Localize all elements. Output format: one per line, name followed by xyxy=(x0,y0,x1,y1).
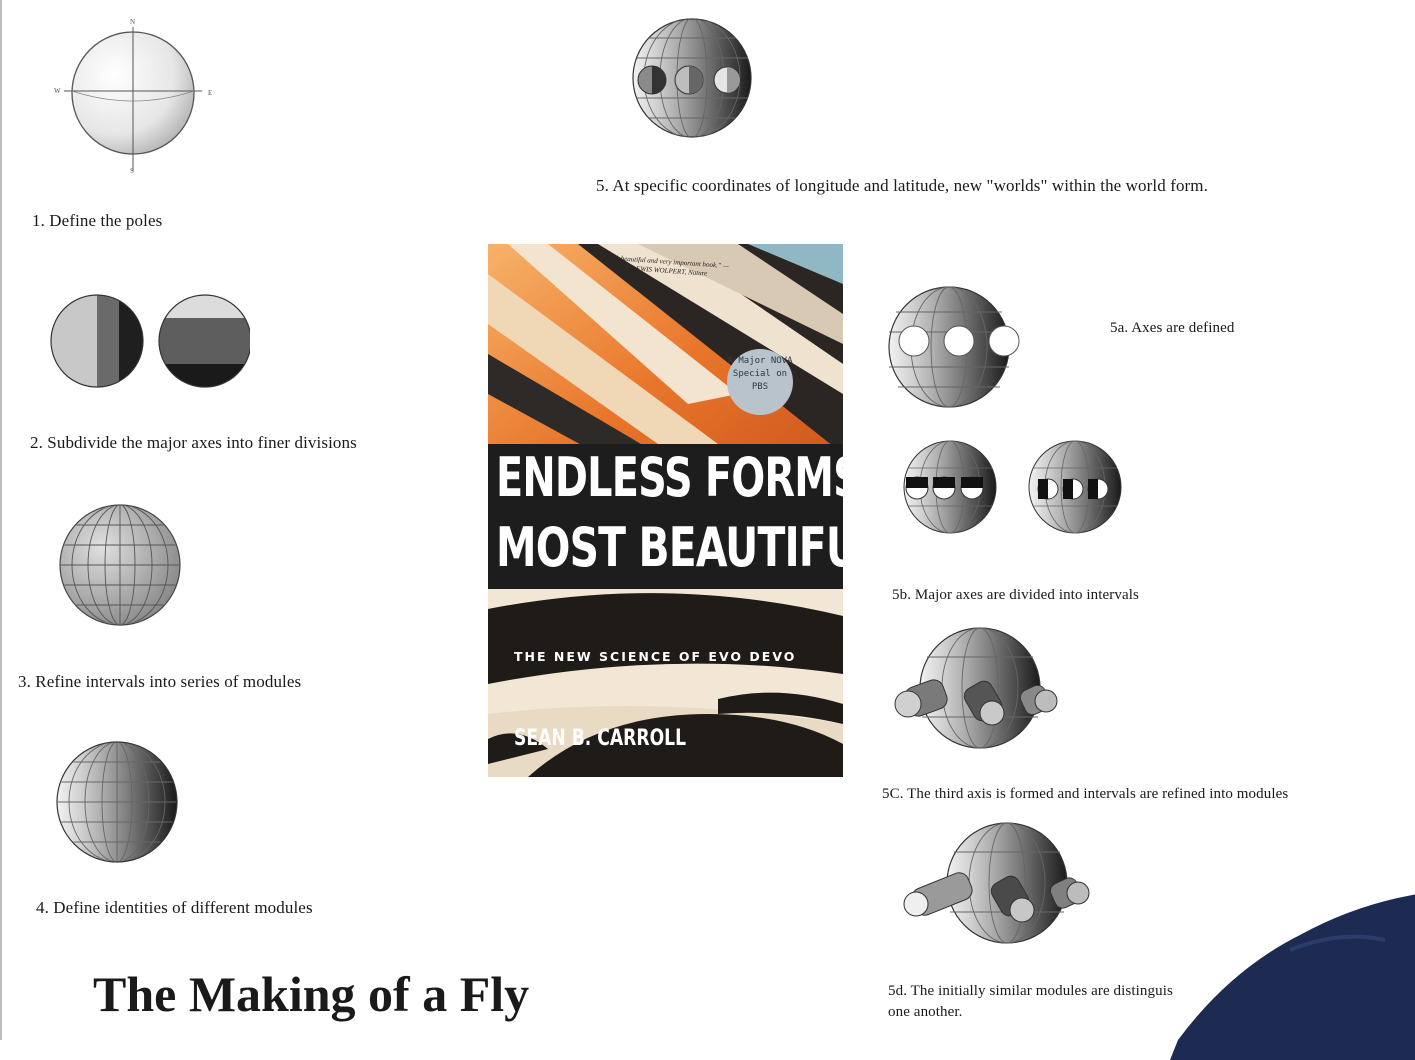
book-author: SEAN B. CARROLL xyxy=(514,726,687,751)
step3-label: 3. Refine intervals into series of modul… xyxy=(18,672,302,691)
book-cover-artwork xyxy=(488,244,843,777)
step5a-sphere-figure xyxy=(888,286,1020,408)
step3-grid-sphere-figure xyxy=(59,504,181,626)
step4-label: 4. Define identities of different module… xyxy=(36,898,313,917)
step5c-sphere-figure xyxy=(894,627,1058,749)
presenter-silhouette xyxy=(1170,894,1415,1060)
compass-w: W xyxy=(54,87,61,95)
book-subtitle: THE NEW SCIENCE OF EVO DEVO xyxy=(514,649,797,664)
step2-spheres-figure xyxy=(50,294,250,388)
slide-title: The Making of a Fly xyxy=(93,966,530,1022)
step1-label: 1. Define the poles xyxy=(32,211,163,230)
step2-label: 2. Subdivide the major axes into finer d… xyxy=(30,433,357,452)
compass-e: E xyxy=(208,89,212,97)
step5b-label: 5b. Major axes are divided into interval… xyxy=(892,587,1139,603)
step5-worlds-sphere-figure xyxy=(632,18,752,138)
step5-label: 5. At specific coordinates of longitude … xyxy=(596,176,1208,195)
compass-n: N xyxy=(130,18,135,26)
book-cover-image: "A beautiful and very important book." —… xyxy=(488,244,843,777)
book-title-line1: ENDLESS FORMS xyxy=(496,446,843,509)
step5b-spheres-figure xyxy=(903,440,1122,534)
book-title-line2: MOST BEAUTIFUL xyxy=(496,516,843,579)
step5a-label: 5a. Axes are defined xyxy=(1110,320,1235,336)
step5c-label: 5C. The third axis is formed and interva… xyxy=(882,786,1289,802)
step4-banded-sphere-figure xyxy=(56,741,178,863)
left-border xyxy=(0,0,2,1040)
nova-badge: A Major NOVA Special on PBS xyxy=(727,349,793,415)
step5d-label-line2: one another. xyxy=(888,1004,963,1020)
compass-s: S xyxy=(130,167,134,175)
step1-sphere-figure: N S W E xyxy=(54,18,212,175)
step5d-sphere-figure xyxy=(903,822,1090,944)
step5d-label-line1: 5d. The initially similar modules are di… xyxy=(888,983,1173,999)
